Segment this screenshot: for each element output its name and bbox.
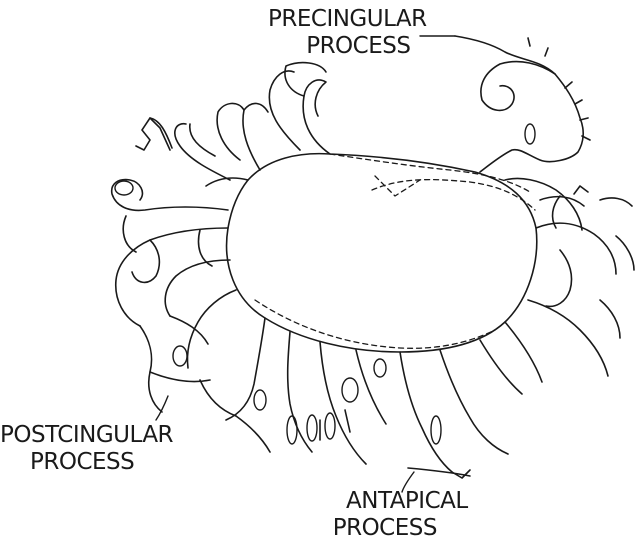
lower-processes [200,318,522,478]
precingular-label-line2: PROCESS [268,33,427,60]
antapical-process-label: ANTAPICAL PROCESS [302,488,468,542]
left-processes [112,180,236,412]
precingular-label-line1: PRECINGULAR [268,6,427,33]
postcingular-label-line1: POSTCINGULAR [0,422,173,449]
postcingular-process-label: POSTCINGULAR PROCESS [0,422,173,476]
precingular-process-label: PRECINGULAR PROCESS [268,6,427,60]
postcingular-label-line2: PROCESS [0,449,173,476]
dashed-sutures [255,154,535,348]
right-processes [505,178,634,382]
antapical-label-line2: PROCESS [302,515,468,542]
precingular-process-spines [455,36,590,172]
antapical-label-line1: ANTAPICAL [302,488,468,515]
upper-spines [136,63,330,186]
